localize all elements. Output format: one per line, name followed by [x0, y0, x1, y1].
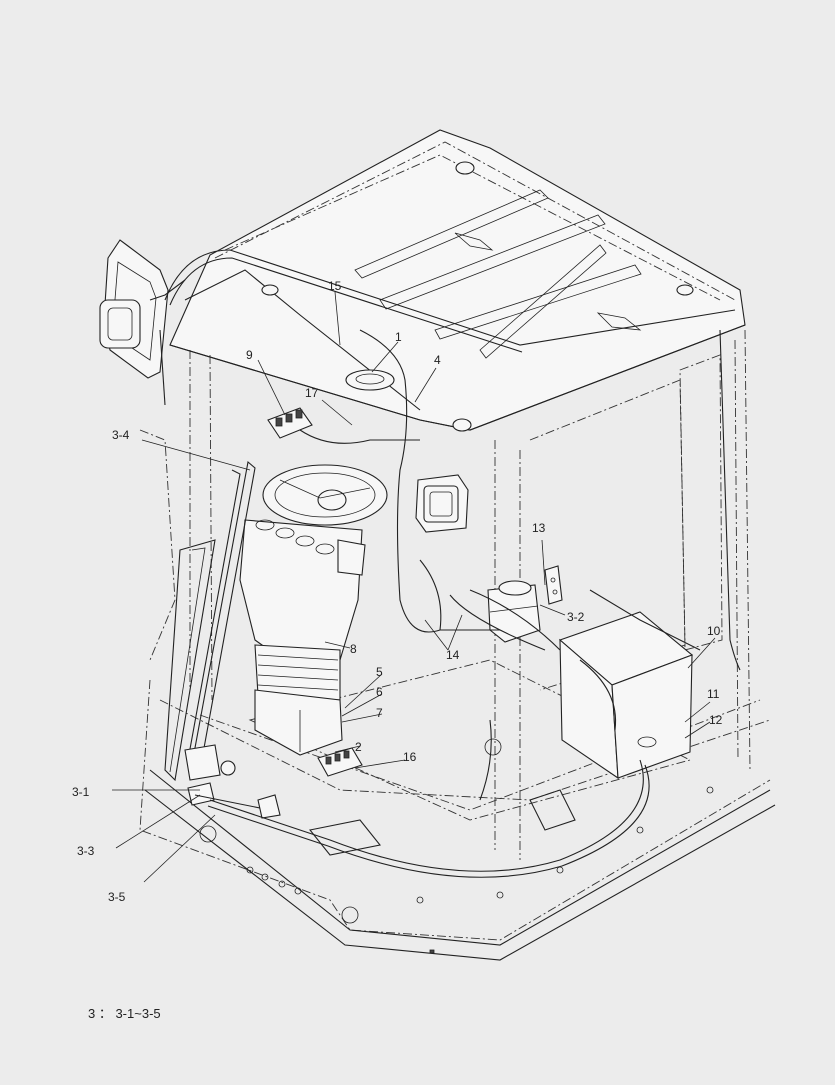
wiring-harness — [159, 249, 741, 878]
callout-10: 10 — [707, 624, 721, 638]
callout-2: 2 — [355, 740, 362, 754]
callout-1: 1 — [395, 330, 402, 344]
dome-light — [345, 369, 395, 391]
callout-3-4: 3-4 — [112, 428, 130, 442]
callout-3-5: 3-5 — [108, 890, 126, 904]
callout-11: 11 — [707, 687, 720, 701]
steering-column — [239, 464, 388, 756]
callout-7: 7 — [376, 706, 383, 720]
left-mirror — [99, 239, 186, 379]
callout-3-3: 3-3 — [77, 844, 95, 858]
floor-base — [144, 738, 776, 961]
cab-frame — [139, 329, 771, 941]
callout-17: 17 — [305, 386, 319, 400]
relay-block — [317, 747, 363, 777]
callout-3-2: 3-2 — [567, 610, 585, 624]
callout-9: 9 — [246, 348, 253, 362]
lower-connectors — [187, 782, 281, 819]
callout-14: 14 — [446, 648, 460, 662]
callout-4: 4 — [434, 353, 441, 367]
callout-13: 13 — [532, 521, 546, 535]
footnote: 3 ： 3-1~3-5 — [88, 1006, 161, 1021]
callout-8: 8 — [350, 642, 357, 656]
callout-12: 12 — [709, 713, 723, 727]
washer-tank — [487, 580, 541, 643]
controller-box — [558, 611, 694, 780]
callout-5: 5 — [376, 665, 383, 679]
callout-3-1: 3-1 — [72, 785, 90, 799]
callout-6: 6 — [376, 685, 383, 699]
callout-15: 15 — [328, 279, 342, 293]
cab-roof — [169, 129, 746, 432]
callout-16: 16 — [403, 750, 417, 764]
leader-lines — [112, 291, 716, 883]
switch-block — [267, 407, 313, 439]
bracket — [544, 565, 563, 605]
callout-labels: 1 2 4 5 6 7 8 9 10 11 12 13 14 15 16 17 … — [72, 279, 723, 904]
work-lamp — [415, 474, 469, 533]
wiper-arm — [184, 460, 256, 781]
